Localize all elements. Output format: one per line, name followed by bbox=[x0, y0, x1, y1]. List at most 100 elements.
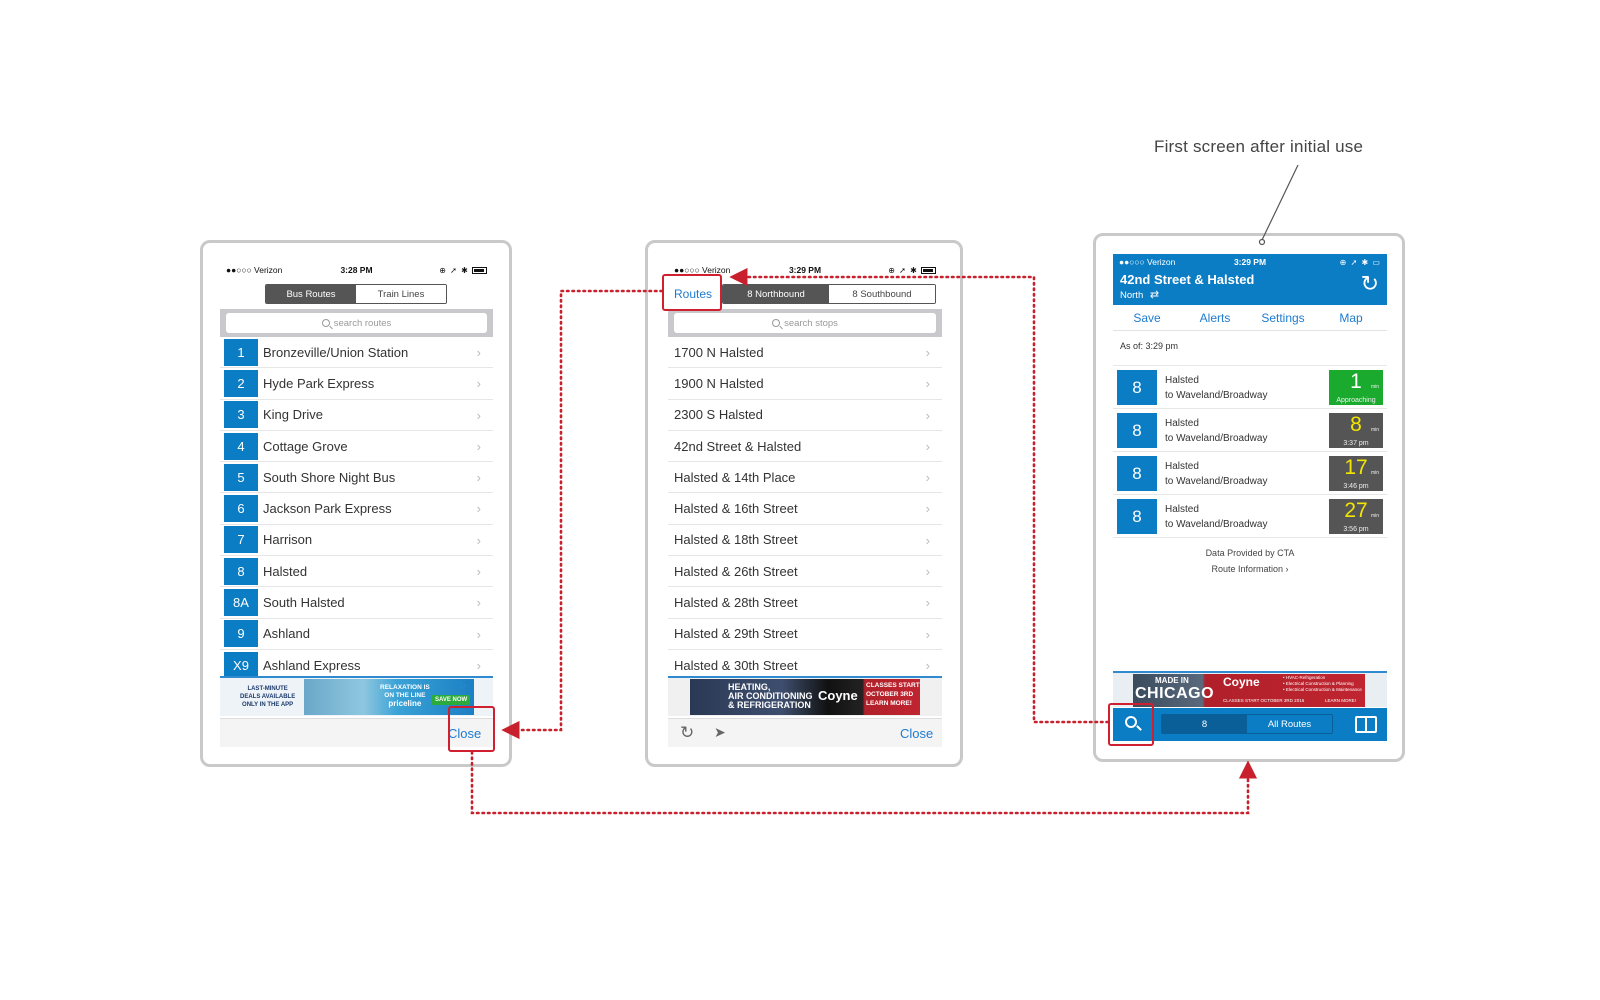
routes-back-button[interactable]: Routes bbox=[674, 287, 713, 301]
refresh-icon[interactable]: ↻ bbox=[680, 723, 695, 742]
route-filter-toggle[interactable]: 8 All Routes bbox=[1161, 714, 1333, 734]
route-type-toggle[interactable]: Bus Routes Train Lines bbox=[265, 284, 447, 304]
stop-list: 1700 N Halsted›1900 N Halsted›2300 S Hal… bbox=[668, 337, 942, 682]
arrivals-header: ●●○○○ Verizon 3:29 PM ⊕ ➚ ✱ ▭ 42nd Stree… bbox=[1113, 254, 1387, 305]
close-button[interactable]: Close bbox=[448, 726, 482, 741]
refresh-icon[interactable]: ↻ bbox=[1360, 271, 1379, 296]
stop-title: 42nd Street & Halsted bbox=[1120, 272, 1255, 287]
direction-toggle[interactable]: 8 Northbound 8 Southbound bbox=[722, 284, 936, 304]
route-number-badge: 8 bbox=[1117, 370, 1157, 405]
chevron-right-icon: › bbox=[476, 376, 481, 392]
tab-train-lines[interactable]: Train Lines bbox=[356, 285, 446, 303]
status-bar: ●●○○○ Verizon 3:28 PM ⊕ ➚ ✱ bbox=[220, 262, 493, 278]
chevron-right-icon: › bbox=[925, 564, 930, 580]
tab-northbound[interactable]: 8 Northbound bbox=[723, 285, 829, 303]
chevron-right-icon: › bbox=[476, 657, 481, 673]
highlight-search-button bbox=[1108, 703, 1154, 746]
arrival-destination: to Waveland/Broadway bbox=[1165, 476, 1268, 487]
route-name: South Shore Night Bus bbox=[263, 469, 396, 485]
route-number-badge: 6 bbox=[224, 495, 258, 523]
stop-row[interactable]: Halsted & 29th Street› bbox=[668, 619, 942, 650]
chevron-right-icon: › bbox=[476, 501, 481, 517]
stop-row[interactable]: 42nd Street & Halsted› bbox=[668, 431, 942, 463]
phone-stop-list: ●●○○○ Verizon 3:29 PM ⊕ ➚ ✱ Routes 8 Nor… bbox=[645, 240, 963, 767]
as-of-timestamp: As of: 3:29 pm bbox=[1113, 331, 1387, 366]
tab-southbound[interactable]: 8 Southbound bbox=[829, 285, 935, 303]
stop-row[interactable]: Halsted & 18th Street › bbox=[668, 525, 942, 557]
arrival-subtext: Approaching bbox=[1336, 397, 1376, 404]
phone-arrivals: ●●○○○ Verizon 3:29 PM ⊕ ➚ ✱ ▭ 42nd Stree… bbox=[1093, 233, 1405, 762]
stop-row[interactable]: 2300 S Halsted› bbox=[668, 400, 942, 431]
close-button[interactable]: Close bbox=[900, 726, 934, 741]
minutes-unit: min bbox=[1370, 384, 1379, 390]
tab-all-routes[interactable]: All Routes bbox=[1247, 715, 1332, 733]
search-bar: search stops bbox=[668, 309, 942, 337]
route-name: King Drive bbox=[263, 407, 323, 423]
annotation-leader-line bbox=[1261, 164, 1299, 241]
stop-name: 1900 N Halsted bbox=[674, 375, 764, 391]
route-number-badge: X9 bbox=[224, 651, 258, 679]
search-icon bbox=[772, 319, 781, 327]
ad-choices-icon: ▷ bbox=[460, 680, 467, 690]
minutes-unit: min bbox=[1370, 427, 1379, 433]
stop-row[interactable]: 1700 N Halsted› bbox=[668, 337, 942, 369]
tab-map[interactable]: Map bbox=[1339, 310, 1363, 325]
ad-banner[interactable]: LAST-MINUTE DEALS AVAILABLE ONLY IN THE … bbox=[220, 676, 493, 716]
stop-row[interactable]: 1900 N Halsted› bbox=[668, 368, 942, 400]
route-row[interactable]: 6 Jackson Park Express › bbox=[220, 493, 493, 525]
search-stops-input[interactable]: search stops bbox=[674, 313, 936, 333]
arrival-destination: to Waveland/Broadway bbox=[1165, 390, 1268, 401]
ad-banner[interactable]: HEATING, AIR CONDITIONING & REFRIGERATIO… bbox=[668, 676, 942, 716]
arrival-subtext: 3:37 pm bbox=[1343, 440, 1369, 447]
route-name: Jackson Park Express bbox=[263, 501, 392, 517]
chevron-right-icon: › bbox=[925, 532, 930, 548]
stop-name: Halsted & 18th Street bbox=[674, 532, 798, 548]
stop-row[interactable]: Halsted & 14th Place› bbox=[668, 462, 942, 494]
location-icon[interactable]: ➤ bbox=[714, 724, 726, 740]
route-information-link[interactable]: Route Information › bbox=[1211, 564, 1289, 574]
chevron-right-icon: › bbox=[925, 657, 930, 673]
tab-alerts[interactable]: Alerts bbox=[1199, 310, 1231, 325]
bottom-toolbar: 8 All Routes bbox=[1113, 708, 1387, 741]
arrival-route-name: Halsted bbox=[1165, 418, 1199, 429]
ad-banner[interactable]: MADE IN CHICAGO Coyne • HVAC-Refrigerati… bbox=[1113, 671, 1387, 707]
stop-row[interactable]: Halsted & 16th Street› bbox=[668, 493, 942, 525]
tab-bus-routes[interactable]: Bus Routes bbox=[266, 285, 356, 303]
status-bar: ●●○○○ Verizon 3:29 PM ⊕ ➚ ✱ bbox=[668, 262, 942, 278]
search-button[interactable] bbox=[1123, 714, 1143, 734]
annotation-leader-dot bbox=[1258, 238, 1266, 246]
tab-settings[interactable]: Settings bbox=[1261, 310, 1305, 325]
tab-route-8[interactable]: 8 bbox=[1162, 715, 1247, 733]
tab-save[interactable]: Save bbox=[1133, 310, 1161, 325]
book-icon[interactable] bbox=[1355, 716, 1377, 733]
stop-row[interactable]: Halsted & 26th Street› bbox=[668, 556, 942, 588]
swap-direction-icon[interactable]: ⇄ bbox=[1149, 289, 1160, 301]
route-name: Ashland bbox=[263, 626, 310, 642]
chevron-right-icon: › bbox=[925, 501, 930, 517]
route-number-badge: 1 bbox=[224, 338, 258, 366]
route-number-badge: 5 bbox=[224, 463, 258, 491]
ad-save-now-button[interactable]: SAVE NOW bbox=[432, 695, 471, 705]
search-routes-input[interactable]: search routes bbox=[226, 313, 487, 333]
chevron-right-icon: › bbox=[476, 564, 481, 580]
stop-row[interactable]: Halsted & 28th Street› bbox=[668, 587, 942, 619]
route-number-badge: 8 bbox=[1117, 499, 1157, 534]
chevron-right-icon: › bbox=[476, 532, 481, 548]
minutes-unit: min bbox=[1370, 470, 1379, 476]
